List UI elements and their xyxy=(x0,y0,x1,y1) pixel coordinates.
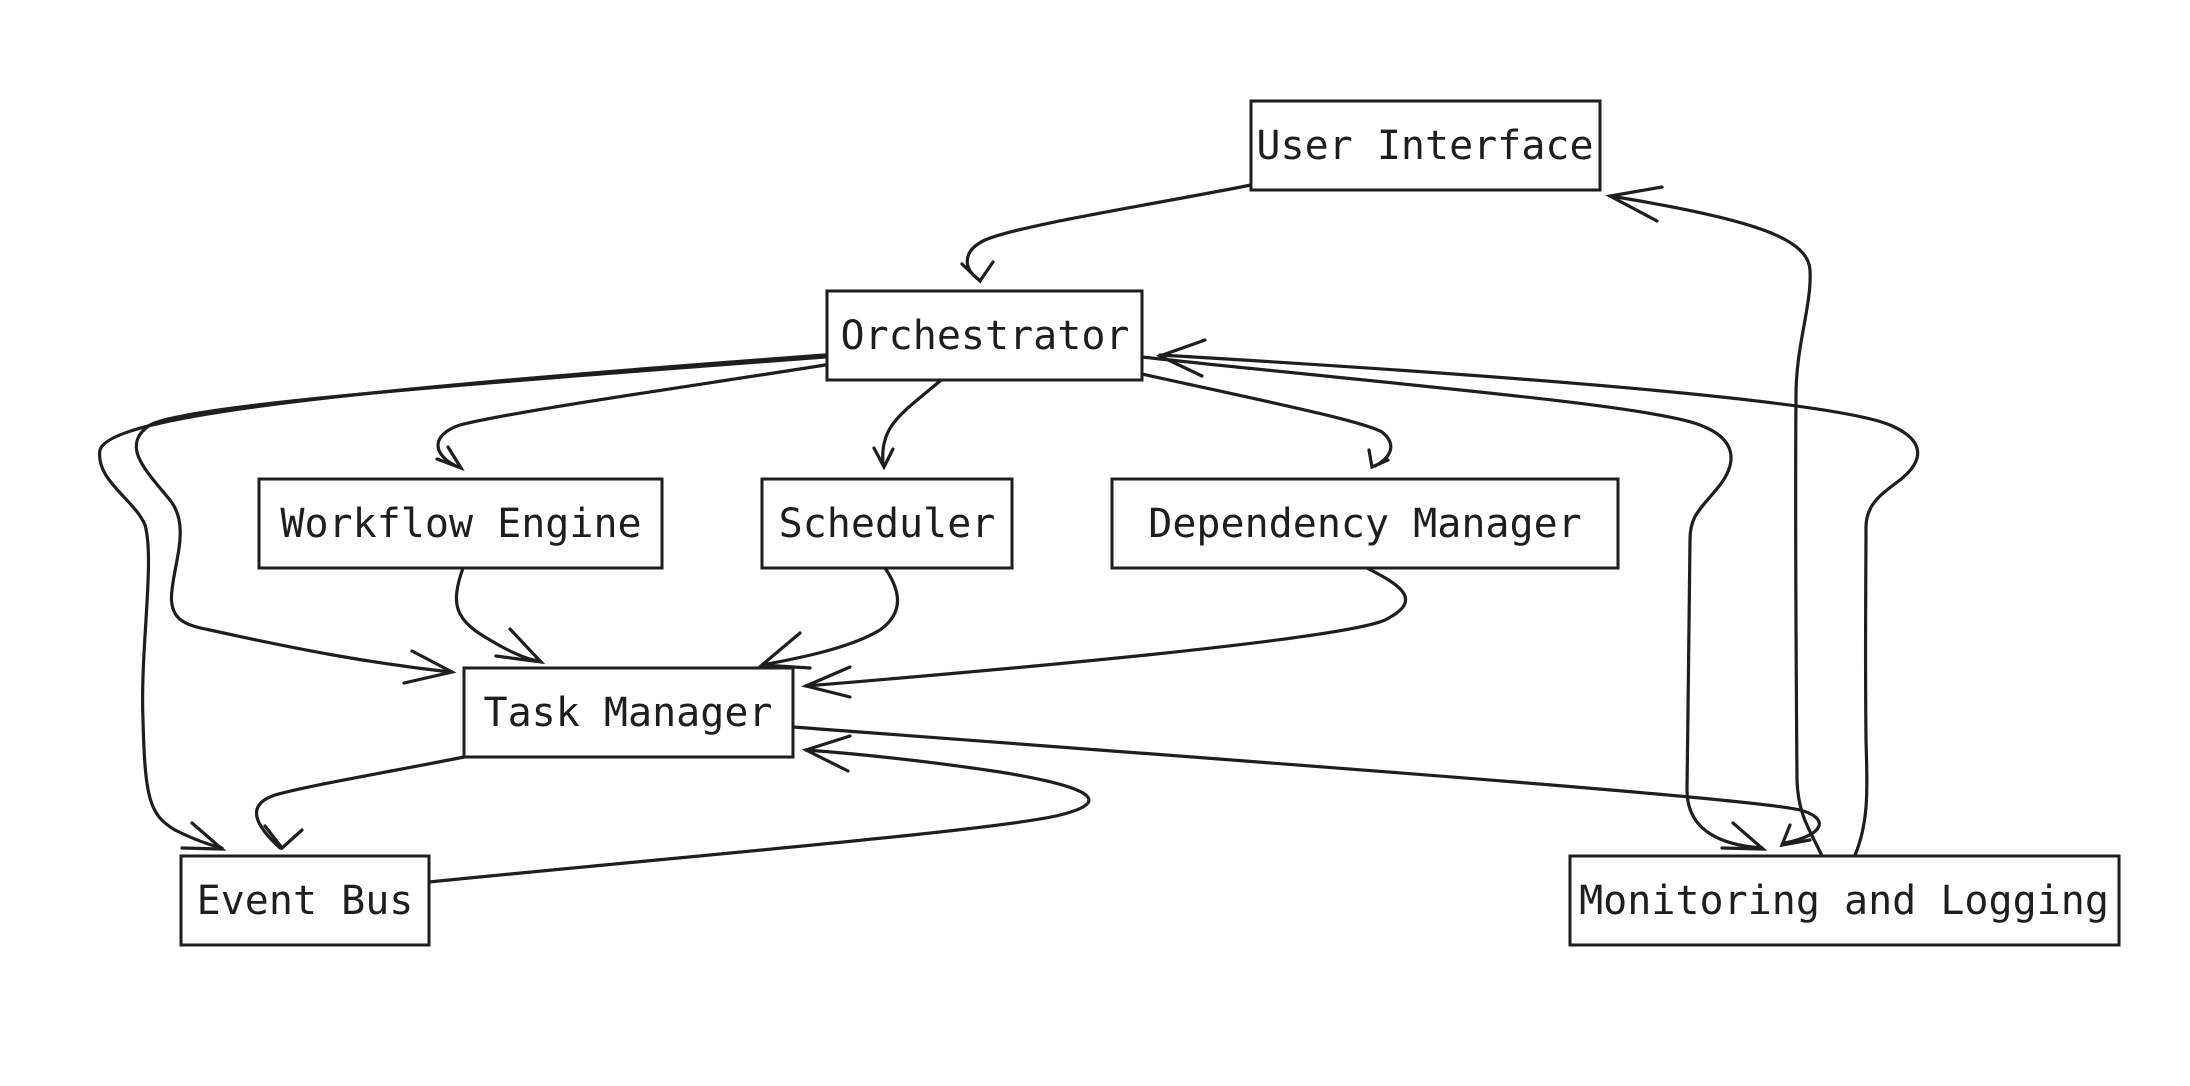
edge-monitoring-to-user-interface xyxy=(1605,185,1824,858)
node-user-interface[interactable]: User Interface xyxy=(1249,99,1602,192)
edge-orchestrator-to-workflow-engine xyxy=(435,363,827,472)
edges xyxy=(98,183,1920,884)
edge-task-manager-to-event-bus xyxy=(255,755,466,851)
edge-user-interface-to-orchestrator xyxy=(960,183,1253,284)
node-orchestrator[interactable]: Orchestrator xyxy=(825,289,1144,382)
node-workflow-engine[interactable]: Workflow Engine xyxy=(257,477,664,570)
edge-workflow-engine-to-task-manager xyxy=(454,566,546,665)
node-label-user-interface: User Interface xyxy=(1256,123,1593,169)
node-label-scheduler: Scheduler xyxy=(779,501,996,547)
node-scheduler[interactable]: Scheduler xyxy=(760,477,1014,570)
edge-event-bus-to-task-manager xyxy=(427,734,1091,884)
edge-orchestrator-to-monitoring xyxy=(1140,355,1768,851)
edge-monitoring-to-orchestrator xyxy=(1155,338,1920,857)
node-label-monitoring-and-logging: Monitoring and Logging xyxy=(1579,878,2109,924)
edge-orchestrator-to-dependency-manager xyxy=(1140,372,1393,470)
nodes: User Interface Orchestrator Workflow Eng… xyxy=(179,99,2121,947)
node-monitoring-and-logging[interactable]: Monitoring and Logging xyxy=(1568,854,2121,947)
node-task-manager[interactable]: Task Manager xyxy=(462,666,795,759)
node-label-workflow-engine: Workflow Engine xyxy=(280,501,641,547)
edge-task-manager-to-monitoring xyxy=(791,725,1821,848)
node-label-task-manager: Task Manager xyxy=(484,690,773,736)
edge-scheduler-to-task-manager xyxy=(757,566,899,670)
edge-orchestrator-to-scheduler xyxy=(872,379,942,471)
edge-dependency-manager-to-task-manager xyxy=(801,566,1408,699)
edge-orchestrator-to-event-bus xyxy=(98,353,827,851)
node-dependency-manager[interactable]: Dependency Manager xyxy=(1110,477,1620,570)
node-label-orchestrator: Orchestrator xyxy=(841,313,1130,359)
node-label-event-bus: Event Bus xyxy=(197,878,414,924)
node-label-dependency-manager: Dependency Manager xyxy=(1148,501,1581,547)
node-event-bus[interactable]: Event Bus xyxy=(179,854,431,947)
